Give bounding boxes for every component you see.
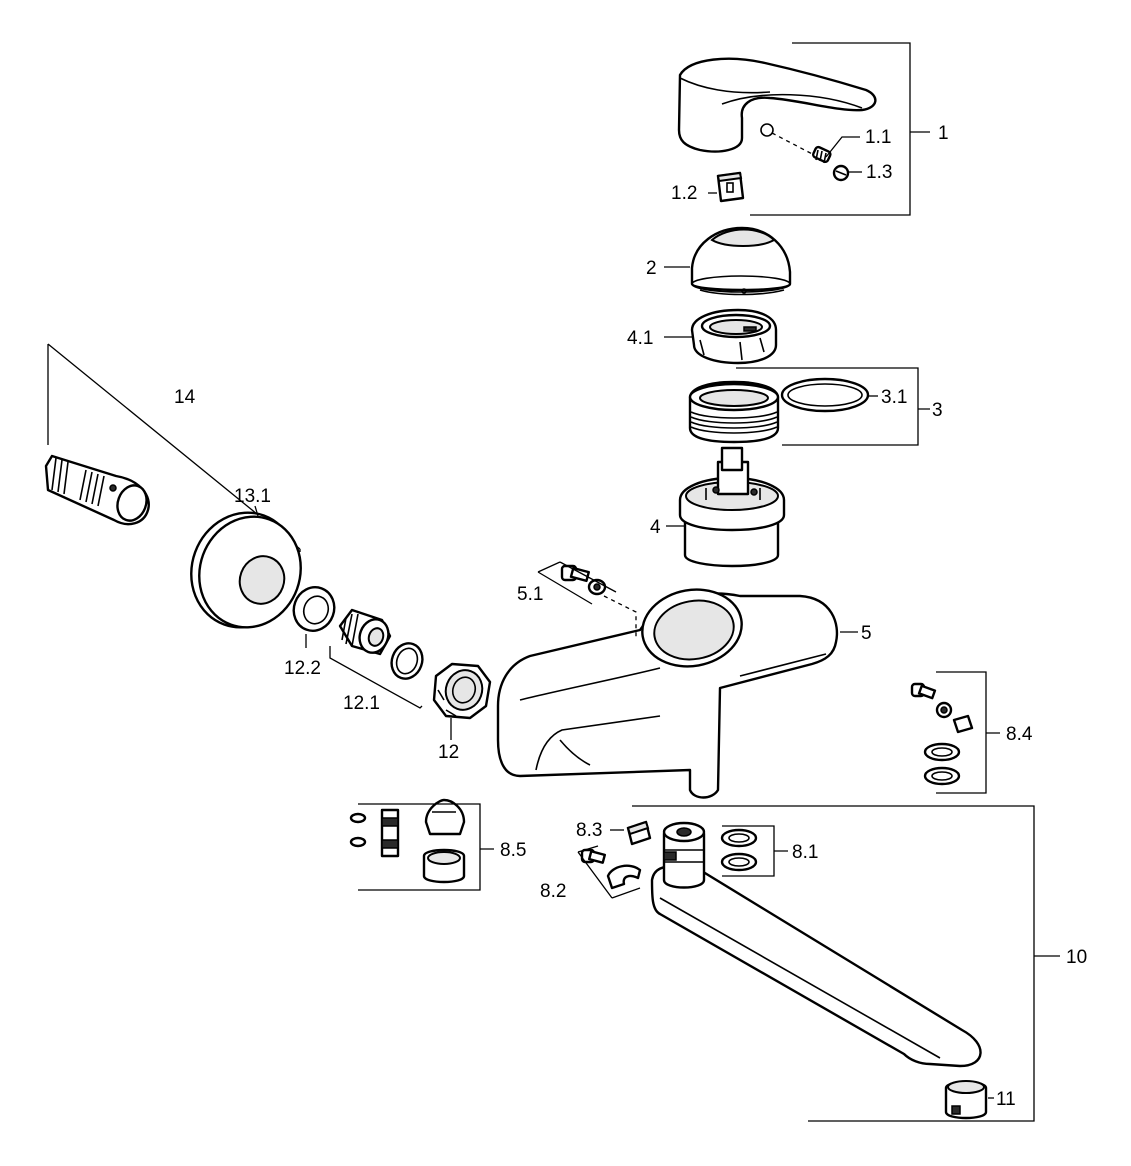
union-nut <box>432 662 492 720</box>
callout-1: 1 <box>938 123 949 144</box>
spout-clip <box>606 864 642 890</box>
body-screw-dashline <box>603 595 637 640</box>
screw-axis-dashline <box>771 132 819 158</box>
bracket-part-8-5 <box>358 803 494 891</box>
cartridge <box>678 446 786 568</box>
callout-8-5: 8.5 <box>500 840 526 861</box>
callout-8-1: 8.1 <box>792 842 818 863</box>
bracket-part-8-4 <box>936 671 1000 794</box>
callout-8-2: 8.2 <box>540 881 566 902</box>
bracket-part-1 <box>750 42 930 216</box>
callout-5-1: 5.1 <box>517 584 543 605</box>
callout-4: 4 <box>650 517 661 538</box>
leader-13-1 <box>254 505 259 517</box>
callout-12-2: 12.2 <box>284 658 321 679</box>
spout-block <box>626 820 652 846</box>
dome-cover <box>690 226 792 296</box>
kit-8-4-parts <box>910 682 974 786</box>
callout-3-1: 3.1 <box>881 387 907 408</box>
callout-2: 2 <box>646 258 657 279</box>
callout-14: 14 <box>174 387 196 408</box>
spout-screw <box>580 848 606 864</box>
aerator <box>944 1080 988 1120</box>
bracket-part-8-1 <box>722 825 788 877</box>
screw-cap <box>832 164 850 182</box>
bracket-part-5-1 <box>537 561 617 605</box>
callout-1-1: 1.1 <box>865 127 891 148</box>
callout-12-1: 12.1 <box>343 693 380 714</box>
callout-10: 10 <box>1066 947 1087 968</box>
threaded-nipple <box>338 608 392 656</box>
bracket-part-12-1 <box>329 646 423 709</box>
callout-13-1: 13.1 <box>234 486 271 507</box>
o-ring-small <box>390 642 424 680</box>
escutcheon <box>190 511 302 629</box>
callout-3: 3 <box>932 400 943 421</box>
threaded-ring <box>688 380 780 444</box>
body-screw <box>560 564 590 583</box>
o-rings-8-1 <box>720 828 758 872</box>
callout-8-4: 8.4 <box>1006 724 1033 745</box>
callout-1-3: 1.3 <box>866 162 892 183</box>
bracket-part-10 <box>632 805 1060 1122</box>
callout-1-2: 1.2 <box>671 183 697 204</box>
callout-5: 5 <box>861 623 872 644</box>
grub-screw <box>812 145 832 164</box>
lever-handle <box>677 57 877 153</box>
leader-1-1 <box>825 136 860 158</box>
kit-8-5-parts <box>349 798 466 884</box>
callout-11: 11 <box>996 1089 1016 1110</box>
o-ring-large <box>780 377 870 413</box>
clamp-ring <box>690 308 778 365</box>
square-insert <box>716 171 745 203</box>
callout-8-3: 8.3 <box>576 820 602 841</box>
bracket-part-8-2 <box>577 845 641 899</box>
mixer-body <box>496 588 839 799</box>
callout-12: 12 <box>438 742 459 763</box>
eccentric-connector <box>44 454 150 526</box>
callout-4-1: 4.1 <box>627 328 653 349</box>
seal-ring <box>292 586 336 632</box>
bracket-part-3 <box>736 367 930 446</box>
spout <box>650 821 982 1068</box>
